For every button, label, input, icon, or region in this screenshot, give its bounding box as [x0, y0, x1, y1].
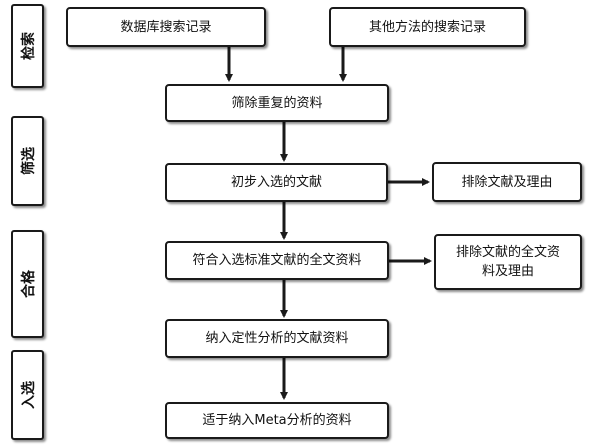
stage-screening-label: 筛选	[20, 147, 37, 175]
stage-screening: 筛选	[11, 116, 44, 206]
stage-included-label: 入选	[20, 381, 37, 409]
stage-retrieval: 检索	[11, 4, 44, 88]
node-fulltext-eligible: 符合入选标准文献的全文资料	[165, 241, 389, 280]
node-qualitative-analysis: 纳入定性分析的文献资料	[165, 319, 389, 358]
node-exclude-with-reasons: 排除文献及理由	[432, 162, 582, 202]
node-other-search: 其他方法的搜索记录	[329, 7, 526, 47]
node-meta-analysis: 适于纳入Meta分析的资料	[165, 402, 389, 439]
stage-eligibility-label: 合格	[20, 270, 37, 298]
node-remove-duplicates: 筛除重复的资料	[165, 84, 389, 122]
stage-retrieval-label: 检索	[20, 32, 37, 60]
node-fulltext-excluded: 排除文献的全文资料及理由	[434, 234, 582, 290]
node-database-search: 数据库搜索记录	[66, 7, 266, 47]
stage-included: 入选	[11, 350, 44, 440]
stage-eligibility: 合格	[11, 230, 44, 338]
node-preliminary-selection: 初步入选的文献	[165, 163, 388, 202]
